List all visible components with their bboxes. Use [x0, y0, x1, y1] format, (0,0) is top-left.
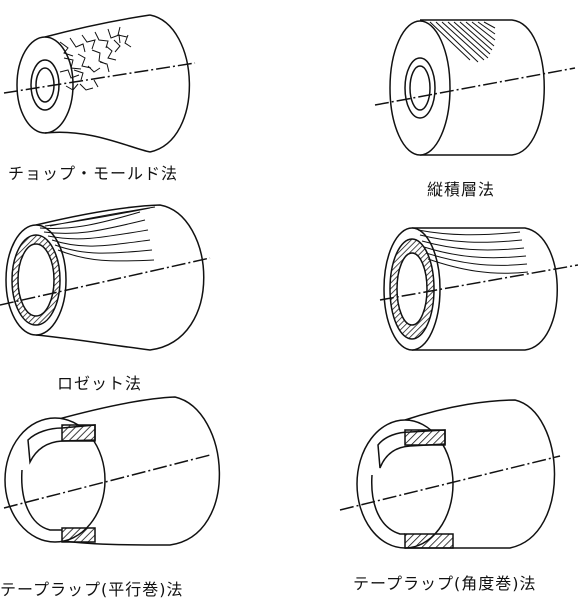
- caption-rosette: ロゼット法: [57, 374, 143, 393]
- caption-chop-mold: チョップ・モールド法: [8, 164, 179, 183]
- figure-chop-mold: [3, 14, 196, 153]
- figure-rosette: [0, 204, 211, 351]
- figure-vertical-lamination: [374, 19, 576, 156]
- caption-vertical-lamination: 縦積層法: [427, 180, 496, 199]
- figure-tape-wrap-parallel: [3, 396, 221, 546]
- figure-tape-wrap-angle: [339, 399, 561, 549]
- figure-rosette-cylinder: [379, 227, 578, 351]
- caption-tape-wrap-angle: テープラップ(角度巻)法: [353, 574, 537, 593]
- caption-tape-wrap-parallel: テープラップ(平行巻)法: [0, 580, 184, 599]
